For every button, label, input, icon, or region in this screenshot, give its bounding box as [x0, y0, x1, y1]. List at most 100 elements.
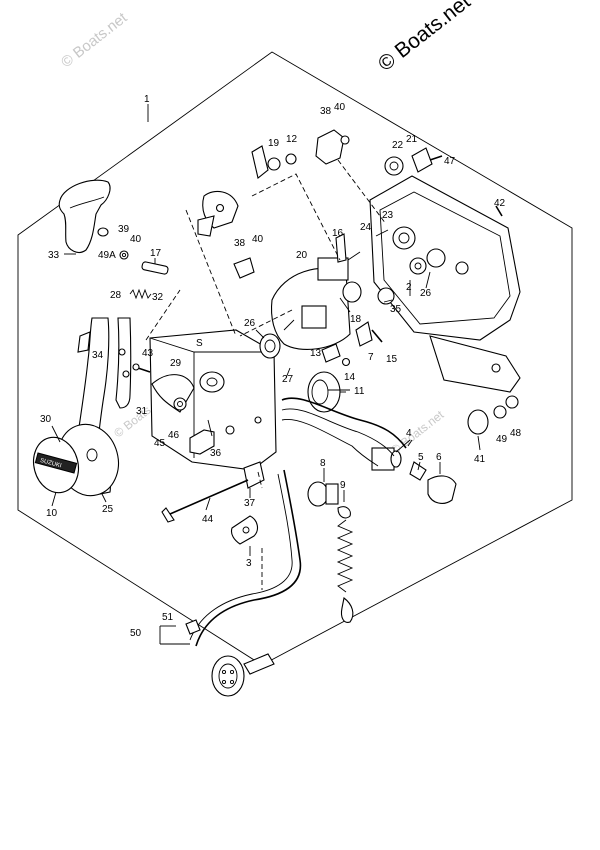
assembly-boundary — [17, 51, 573, 666]
wire-harness — [281, 397, 407, 449]
callout-20: 20 — [296, 250, 308, 261]
callout-26a: 26 — [244, 318, 256, 329]
assembly-line-4 — [337, 159, 387, 225]
callout-32: 32 — [152, 292, 164, 303]
callout-46: 46 — [168, 430, 180, 441]
svg-text:S: S — [196, 338, 203, 349]
callout-27: 27 — [282, 374, 294, 385]
main-cable-inner — [189, 473, 293, 641]
key-switch-part — [371, 447, 457, 504]
knob-part: SUZUKI — [32, 436, 80, 494]
callout-6: 6 — [436, 452, 442, 463]
assembly-line-2 — [145, 289, 181, 341]
friction-plate-part — [270, 267, 351, 350]
small-bracket-part — [233, 257, 255, 279]
callout-40a: 40 — [334, 102, 346, 113]
washer-part — [467, 395, 519, 435]
callout-15: 15 — [386, 354, 398, 365]
callout-13: 13 — [310, 348, 322, 359]
wire-harness-2 — [281, 408, 395, 457]
callout-26b: 26 — [420, 288, 432, 299]
leader-26a — [255, 329, 265, 339]
knob-label: SUZUKI — [39, 458, 62, 470]
callout-33: 33 — [48, 250, 60, 261]
small-screw-part — [495, 205, 503, 217]
leader-lines — [51, 229, 481, 645]
callout-48: 48 — [510, 428, 522, 439]
callout-49a: 49A — [98, 250, 116, 261]
callout-44: 44 — [202, 514, 214, 525]
bushing-part — [384, 147, 443, 176]
callout-22: 22 — [392, 140, 404, 151]
harness-panel-part — [429, 335, 521, 393]
callout-49: 49 — [496, 434, 508, 445]
callout-42: 42 — [494, 198, 506, 209]
main-cable — [195, 469, 302, 647]
screw-part — [132, 363, 151, 373]
callout-3: 3 — [246, 558, 252, 569]
callout-29: 29 — [170, 358, 182, 369]
seal-ring-part — [259, 333, 281, 359]
callout-40b: 40 — [130, 234, 142, 245]
callout-36: 36 — [210, 448, 222, 459]
callout-38a: 38 — [320, 106, 332, 117]
assembly-line-3 — [251, 173, 341, 261]
callout-21: 21 — [406, 134, 418, 145]
cam-part — [151, 374, 195, 413]
callout-11: 11 — [354, 386, 365, 397]
callout-47: 47 — [444, 156, 456, 167]
callout-37: 37 — [244, 498, 256, 509]
bracket-part — [189, 429, 215, 455]
assembly-line-7 — [239, 309, 293, 337]
handle-grip-part — [58, 179, 129, 260]
callout-1: 1 — [144, 94, 150, 105]
buzzer-part — [307, 371, 346, 413]
callout-labels: 1 2 3 4 5 6 7 8 9 10 11 12 13 14 15 16 1… — [40, 94, 522, 639]
callout-40c: 40 — [252, 234, 264, 245]
grommet-part — [377, 257, 427, 305]
callout-51: 51 — [162, 612, 174, 623]
callout-17: 17 — [150, 248, 162, 259]
callout-23: 23 — [382, 210, 394, 221]
callout-12: 12 — [286, 134, 298, 145]
callout-18: 18 — [350, 314, 362, 325]
upper-bracket-part — [315, 129, 350, 165]
callout-30: 30 — [40, 414, 52, 425]
watermark-main: © Boats.net — [374, 0, 475, 76]
assembly-line-5 — [257, 471, 263, 489]
callout-25: 25 — [102, 504, 114, 515]
callout-9: 9 — [340, 480, 346, 491]
callout-2: 2 — [406, 282, 412, 293]
callout-50: 50 — [130, 628, 142, 639]
callout-35: 35 — [390, 304, 402, 315]
callout-5: 5 — [418, 452, 424, 463]
lanyard-clip-part — [340, 597, 354, 623]
callout-38b: 38 — [234, 238, 246, 249]
wire-harness-3 — [281, 418, 379, 467]
callout-7: 7 — [368, 352, 374, 363]
callout-16: 16 — [332, 228, 344, 239]
watermark-faint-right: © Boats.net — [388, 407, 447, 457]
watermark-faint-top-left: © Boats.net — [58, 9, 131, 71]
spring-part — [129, 288, 152, 300]
callout-43: 43 — [142, 348, 154, 359]
callout-10: 10 — [46, 508, 58, 519]
callout-8: 8 — [320, 458, 326, 469]
callout-31: 31 — [136, 406, 148, 417]
harness-plug-part — [185, 619, 275, 697]
lock-lever-part — [115, 317, 132, 409]
shift-arm-part — [197, 190, 239, 237]
callout-34: 34 — [92, 350, 104, 361]
housing-screws-part — [321, 343, 351, 367]
callout-14: 14 — [344, 372, 356, 383]
lanyard-cord — [336, 519, 354, 593]
lanyard-switch-part — [307, 481, 351, 519]
callout-28: 28 — [110, 290, 122, 301]
callout-45: 45 — [154, 438, 166, 449]
housing-part: S — [149, 329, 277, 471]
callout-19: 19 — [268, 138, 280, 149]
clip-part — [230, 515, 259, 545]
link-part — [251, 145, 297, 179]
long-bolt-part — [161, 479, 249, 523]
